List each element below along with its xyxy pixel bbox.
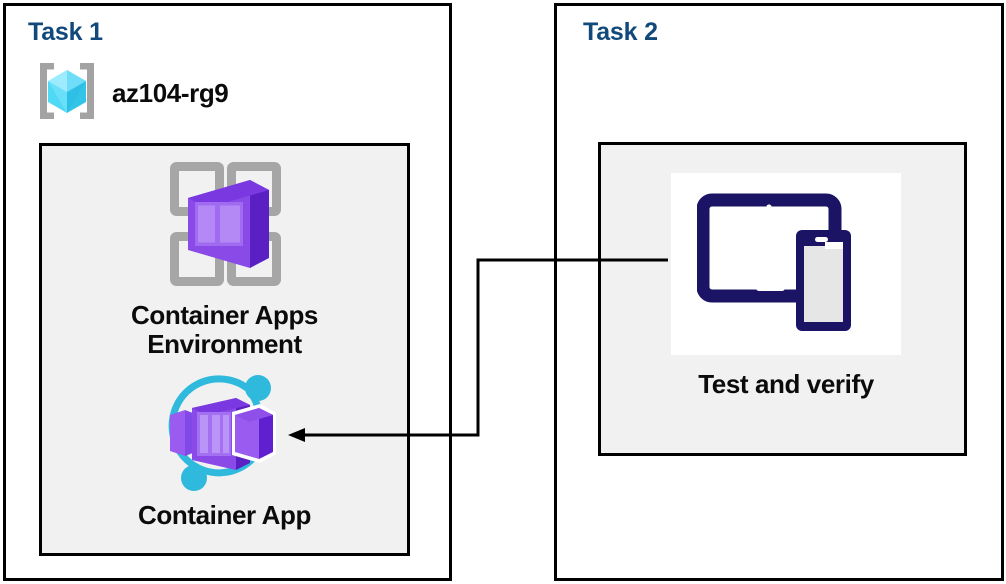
test-and-verify-devices-icon <box>696 186 875 343</box>
test-and-verify-label: Test and verify <box>698 369 874 399</box>
container-app-label: Container App <box>138 500 311 530</box>
test-and-verify-icon-backdrop <box>671 173 901 355</box>
container-app-item: Container App <box>42 374 407 530</box>
resource-group-label: az104-rg9 <box>112 78 229 108</box>
task-1-title: Task 1 <box>28 18 103 46</box>
resource-group-icon <box>34 58 100 129</box>
container-app-icon <box>154 374 296 497</box>
task-1-inner-box: Container Apps Environment <box>39 143 410 556</box>
container-apps-environment-item: Container Apps Environment <box>42 158 407 359</box>
resource-group-row: az104-rg9 <box>34 58 229 129</box>
test-and-verify-tile: Test and verify <box>671 173 901 400</box>
task-2-inner-box: Test and verify <box>598 142 967 456</box>
container-apps-environment-label: Container Apps Environment <box>130 300 318 360</box>
container-apps-environment-icon <box>157 158 293 297</box>
task-2-title: Task 2 <box>583 18 658 46</box>
